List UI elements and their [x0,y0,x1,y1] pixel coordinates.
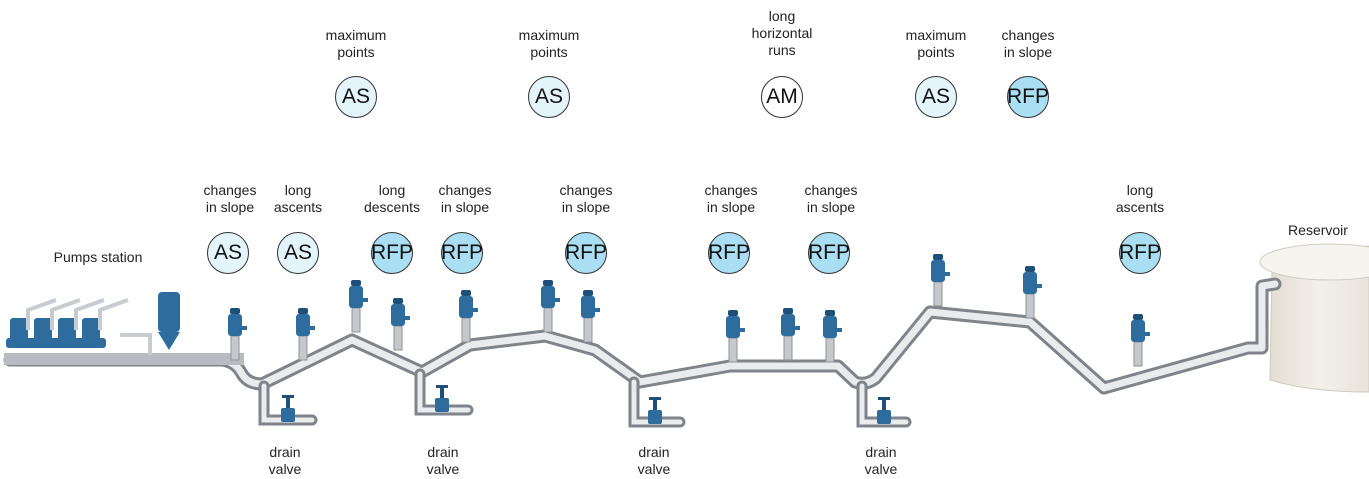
drain-valves [281,385,891,424]
air-valve-icon [823,310,842,363]
badge-rfp: RFP [371,232,413,274]
badge-rfp: RFP [1007,76,1049,118]
badge-rfp: RFP [708,232,750,274]
air-valve-icon [1023,266,1042,319]
air-valve-icon [296,308,315,361]
mid-caption-3: long descents [363,182,421,215]
air-valve-icon [931,254,950,307]
mid-caption-1: changes in slope [203,182,257,215]
reservoir-label: Reservoir [1288,222,1348,238]
top-caption-4: maximum points [905,27,967,60]
badge-am: AM [761,76,803,118]
drain-valve-label-1: drain valve [268,444,302,477]
mid-caption-8: long ascents [1115,182,1165,215]
badge-rfp: RFP [1119,232,1161,274]
badge-as: AS [207,232,249,274]
top-caption-3: long horizontal runs [751,8,813,58]
drain-valve-icon [648,397,662,424]
top-caption-5: changes in slope [1001,27,1055,60]
air-valve-icon [781,308,800,361]
mid-caption-6: changes in slope [704,182,758,215]
air-valve-icon [459,290,478,343]
top-caption-1: maximum points [325,27,387,60]
air-valve-icon [541,280,560,333]
badge-as: AS [335,76,377,118]
air-valve-icon [726,310,745,363]
drain-valve-icon [281,395,295,422]
badge-as: AS [528,76,570,118]
drain-valve-label-2: drain valve [426,444,460,477]
drain-valve-label-4: drain valve [864,444,898,477]
reservoir-tank [1259,243,1369,393]
drain-valve-icon [877,397,891,424]
air-valve-icon [228,308,247,361]
air-valve-icon [1131,314,1150,367]
badge-rfp: RFP [565,232,607,274]
badge-as: AS [277,232,319,274]
air-valve-icon [391,298,410,351]
pumps-station-label: Pumps station [53,249,143,265]
air-valves [228,254,1150,367]
air-valve-icon [581,290,600,343]
drain-branches [258,368,912,428]
air-valve-icon [349,280,368,333]
badge-rfp: RFP [808,232,850,274]
drain-valve-label-3: drain valve [637,444,671,477]
mid-caption-4: changes in slope [438,182,492,215]
mid-caption-5: changes in slope [559,182,613,215]
drain-valve-icon [435,385,449,412]
mid-caption-7: changes in slope [804,182,858,215]
badge-rfp: RFP [441,232,483,274]
pump-station [4,292,244,365]
main-pipe [3,277,1282,395]
badge-as: AS [915,76,957,118]
mid-caption-2: long ascents [273,182,323,215]
top-caption-2: maximum points [518,27,580,60]
